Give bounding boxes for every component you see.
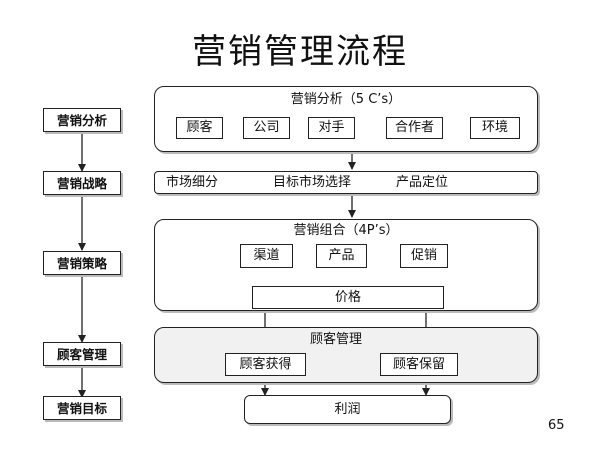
strategy-positioning: 产品定位 bbox=[396, 175, 449, 190]
strategy-strip bbox=[154, 171, 538, 194]
mix-promotion-box: 促销 bbox=[400, 244, 448, 268]
strategy-segmentation: 市场细分 bbox=[166, 175, 219, 190]
customer-management-panel: 顾客管理 bbox=[154, 327, 538, 383]
side-step-analysis: 营销分析 bbox=[43, 108, 121, 132]
analysis-title: 营销分析（5 C’s） bbox=[290, 92, 402, 107]
analysis-item-environment: 环境 bbox=[470, 117, 520, 139]
customer-title: 顾客管理 bbox=[309, 332, 362, 347]
side-step-customer: 顾客管理 bbox=[43, 342, 121, 366]
analysis-item-competitor: 对手 bbox=[308, 117, 355, 139]
strategy-targeting: 目标市场选择 bbox=[273, 175, 352, 190]
side-step-strategy: 营销战略 bbox=[43, 171, 121, 195]
mix-price-box: 价格 bbox=[252, 286, 444, 309]
side-step-goal: 营销目标 bbox=[43, 396, 121, 420]
profit-box: 利润 bbox=[244, 395, 451, 424]
analysis-item-company: 公司 bbox=[243, 117, 290, 139]
side-step-tactics: 营销策略 bbox=[43, 251, 121, 275]
analysis-item-collaborator: 合作者 bbox=[386, 117, 443, 139]
mix-channel-box: 渠道 bbox=[240, 244, 293, 268]
mix-product-box: 产品 bbox=[316, 244, 367, 268]
analysis-item-customer: 顾客 bbox=[176, 117, 223, 139]
mix-title: 营销组合（4P’s） bbox=[293, 223, 399, 238]
customer-retain-box: 顾客保留 bbox=[380, 353, 458, 376]
customer-acquire-box: 顾客获得 bbox=[225, 353, 306, 376]
page-title: 营销管理流程 bbox=[192, 32, 408, 72]
page-number: 65 bbox=[548, 418, 565, 433]
